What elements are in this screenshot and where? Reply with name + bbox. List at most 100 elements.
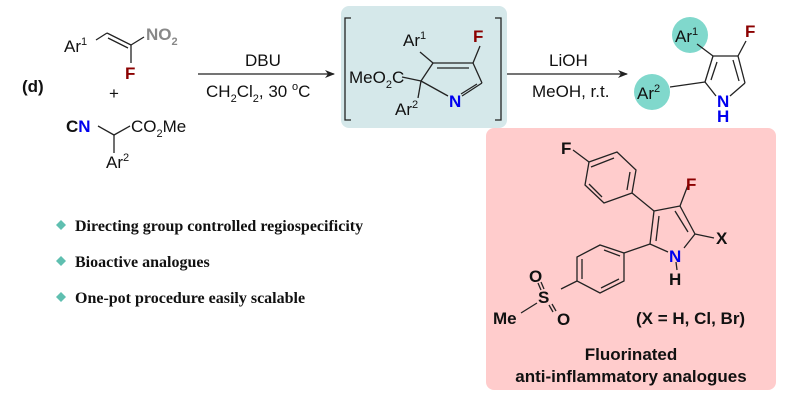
aryl2-ball: [634, 74, 670, 110]
product-pyrrole: Ar1 Ar2 F N H: [634, 17, 755, 126]
intermediate-aryl2: Ar2: [395, 99, 418, 119]
intermediate-box: [341, 6, 507, 128]
ester-group: CO2Me: [131, 117, 186, 140]
caption-line2: anti-inflammatory analogues: [515, 367, 746, 386]
bond: [113, 125, 131, 136]
analogue-box: [486, 128, 776, 390]
oxygen-top: O: [529, 267, 542, 286]
bond: [626, 171, 631, 191]
analogue-hydrogen: H: [669, 270, 681, 289]
bond: [95, 32, 108, 41]
isocyano-group: CN: [66, 117, 91, 136]
bond: [551, 303, 557, 312]
bond: [540, 281, 545, 290]
bond: [694, 233, 715, 239]
bond: [696, 43, 714, 57]
bond: [729, 82, 746, 97]
intermediate-fluoro: F: [473, 27, 483, 46]
bond: [590, 157, 615, 168]
step1-reagent: DBU: [245, 51, 281, 70]
bond: [588, 183, 603, 198]
bond: [737, 40, 747, 57]
bond: [655, 215, 660, 242]
bond: [97, 125, 115, 136]
bond: [653, 205, 681, 212]
analogue-panel: F F X N H S O O Me: [486, 128, 776, 390]
step1-arrow: DBU CH2Cl2, 30 oC: [198, 51, 335, 105]
aryl1-ball: [672, 17, 708, 53]
diamond-bullet-icon: [56, 292, 66, 302]
bond: [572, 149, 590, 163]
diamond-bullet-icon: [56, 256, 66, 266]
bond: [461, 82, 483, 97]
aryl-fluoro: F: [561, 139, 571, 158]
bond: [472, 62, 483, 84]
reactant1-aryl: Ar1: [64, 36, 87, 56]
nitro-group: NO2: [146, 25, 178, 48]
caption-line1: Fluorinated: [585, 345, 678, 364]
bond: [737, 55, 746, 84]
product-aryl2: Ar2: [637, 83, 660, 103]
product-aryl1: Ar1: [675, 26, 698, 46]
intermediate-aryl1: Ar1: [403, 30, 426, 50]
bullet-item: Bioactive analogues: [56, 254, 210, 271]
bond: [472, 45, 481, 64]
bond: [704, 81, 717, 97]
bullet-item: One-pot procedure easily scalable: [56, 290, 305, 307]
intermediate-ester: MeO2C: [349, 68, 404, 91]
bond: [600, 278, 620, 289]
bond: [520, 302, 538, 314]
plus-sign: +: [109, 84, 119, 103]
bond: [420, 62, 434, 82]
bond: [130, 36, 145, 46]
bond: [603, 249, 621, 257]
bond: [623, 243, 651, 254]
intermediate-nitrogen: N: [449, 92, 461, 111]
bond: [679, 205, 696, 235]
bond: [683, 233, 696, 249]
bracket-left: [344, 17, 351, 121]
feature-list: Directing group controlled regiospecific…: [56, 218, 363, 307]
bond: [420, 80, 449, 97]
methyl: Me: [493, 309, 517, 328]
diamond-bullet-icon: [56, 220, 66, 230]
bond: [106, 32, 132, 46]
intermediate-2H-pyrrole: Ar1 F MeO2C Ar2 N: [341, 6, 507, 128]
step2-reagent: LiOH: [549, 51, 588, 70]
reactant1-fluoro: F: [125, 64, 135, 83]
bond: [710, 61, 718, 81]
sulfur: S: [538, 288, 549, 307]
bond: [417, 80, 422, 99]
step1-conditions: CH2Cl2, 30 oC: [206, 81, 310, 105]
oxygen-bottom: O: [557, 310, 570, 329]
bond: [732, 59, 740, 82]
bond: [107, 37, 129, 49]
bond: [631, 192, 655, 212]
product-nitrogen: N: [717, 92, 729, 111]
bond: [560, 280, 578, 290]
analogue-nitrogen: N: [669, 247, 681, 266]
bond: [537, 282, 542, 291]
reactant-isocyanoacetate: CN CO2Me Ar2: [66, 117, 186, 172]
reactant2-aryl: Ar2: [106, 152, 129, 172]
bullet-text: One-pot procedure easily scalable: [75, 290, 305, 307]
step2-conditions: MeOH, r.t.: [532, 82, 609, 101]
x-definition: (X = H, Cl, Br): [636, 309, 745, 328]
step2-arrow: LiOH MeOH, r.t.: [507, 51, 628, 101]
scheme-label: (d): [22, 77, 44, 96]
bond: [704, 55, 714, 83]
bond: [419, 51, 434, 64]
bond: [649, 243, 669, 253]
bond: [460, 83, 478, 95]
bullet-text: Directing group controlled regiospecific…: [75, 218, 363, 235]
bullet-item: Directing group controlled regiospecific…: [56, 218, 363, 235]
product-fluoro: F: [745, 22, 755, 41]
bullet-text: Bioactive analogues: [75, 254, 210, 271]
product-hydrogen: H: [717, 107, 729, 126]
bond: [674, 210, 689, 233]
bond: [679, 184, 689, 207]
bracket-right: [495, 17, 502, 121]
reactant-fluoronitroalkene: Ar1 NO2 F: [64, 25, 178, 83]
bond: [675, 261, 678, 271]
